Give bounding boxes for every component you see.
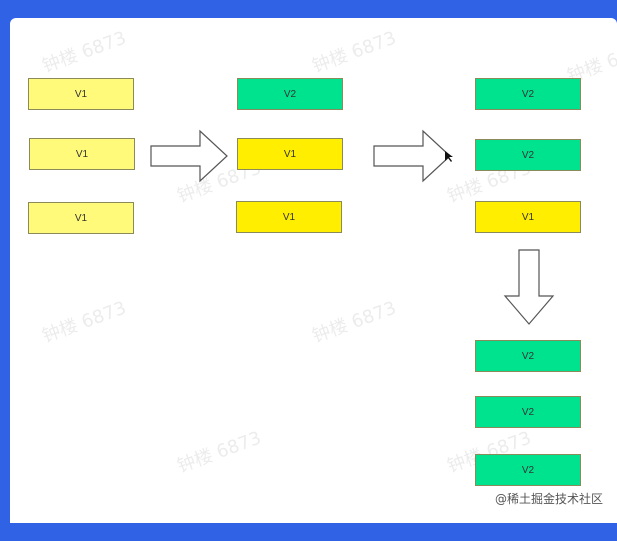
box-c4-r2: V2	[475, 396, 581, 428]
watermark: 钟楼 6873	[309, 27, 399, 78]
box-c3-r2: V2	[475, 139, 581, 171]
box-c2-r3: V1	[236, 201, 342, 233]
mouse-pointer-icon	[445, 151, 453, 162]
watermark: 钟楼 6873	[309, 297, 399, 348]
diagram-canvas: 钟楼 6873 钟楼 6873 钟楼 6873 钟楼 6873 钟楼 6873 …	[10, 18, 617, 523]
bottom-frame	[0, 523, 617, 541]
box-c1-r1: V1	[28, 78, 134, 110]
box-c4-r1: V2	[475, 340, 581, 372]
box-c4-r3: V2	[475, 454, 581, 486]
left-frame	[0, 18, 10, 523]
box-c1-r3: V1	[28, 202, 134, 234]
right-arrow-icon	[150, 129, 228, 183]
box-c3-r3: V1	[475, 201, 581, 233]
box-c1-r2: V1	[29, 138, 135, 170]
right-arrow-icon	[373, 129, 451, 183]
watermark: 钟楼 6873	[39, 297, 129, 348]
box-c2-r2: V1	[237, 138, 343, 170]
footer-credit: @稀土掘金技术社区	[494, 492, 603, 506]
watermark: 钟楼 6873	[39, 27, 129, 78]
watermark: 钟楼 6873	[174, 427, 264, 478]
down-arrow-icon	[503, 249, 555, 325]
box-c2-r1: V2	[237, 78, 343, 110]
box-c3-r1: V2	[475, 78, 581, 110]
